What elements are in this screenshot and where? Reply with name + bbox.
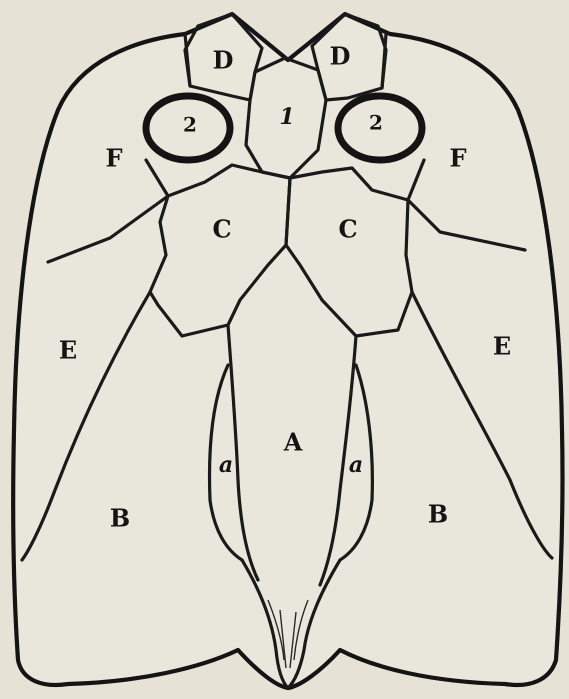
- label-d-right: D: [330, 42, 351, 71]
- label-1: 1: [279, 104, 294, 130]
- label-e-left: E: [59, 336, 77, 365]
- label-f-left: F: [105, 144, 122, 173]
- label-a-small-left: a: [219, 452, 233, 478]
- label-c-right: C: [338, 215, 357, 244]
- label-f-right: F: [449, 144, 466, 173]
- label-c-left: C: [212, 215, 231, 244]
- label-a: A: [283, 428, 303, 457]
- label-2-right: 2: [369, 111, 383, 135]
- label-b-right: B: [428, 500, 448, 529]
- label-e-right: E: [493, 332, 511, 361]
- label-2-left: 2: [183, 113, 197, 137]
- label-b-left: B: [110, 504, 130, 533]
- label-d-left: D: [213, 46, 234, 75]
- label-a-small-right: a: [349, 452, 363, 478]
